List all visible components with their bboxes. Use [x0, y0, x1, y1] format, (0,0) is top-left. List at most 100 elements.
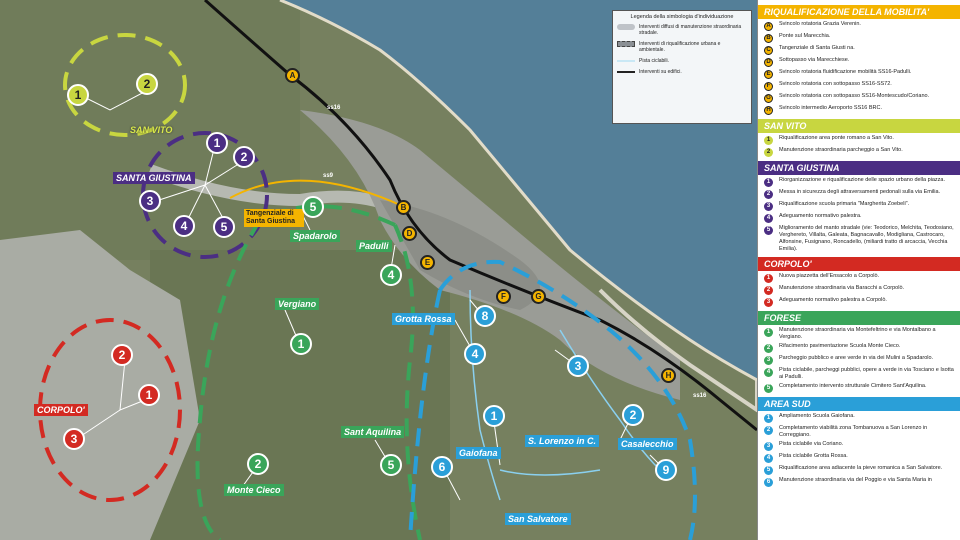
list-item[interactable]: F Svincolo rotatoria con sottopasso SS16-…	[758, 81, 960, 91]
place-casalecchio[interactable]: Casalecchio	[618, 438, 677, 450]
marker-forese-5[interactable]: 5	[380, 454, 402, 476]
marker-area-sud-3[interactable]: 3	[567, 355, 589, 377]
map-area[interactable]: Legenda della simbologia d'individuazion…	[0, 0, 757, 540]
legend-line-icon	[617, 60, 635, 62]
place-monte-cieco[interactable]: Monte Cieco	[224, 484, 284, 496]
place-san-vito[interactable]: SAN VITO	[130, 125, 173, 135]
marker-area-sud-6[interactable]: 6	[431, 456, 453, 478]
marker-santa-giustina-2[interactable]: 2	[233, 146, 255, 168]
item-number-badge: A	[764, 22, 773, 31]
marker-san-vito-2[interactable]: 2	[136, 73, 158, 95]
marker-san-vito-1[interactable]: 1	[67, 84, 89, 106]
item-description: Pista ciclabile Grotta Rossa.	[779, 453, 848, 459]
place-tangenziale[interactable]: Tangenziale di Santa Giustina	[244, 209, 304, 227]
place-s-lorenzo[interactable]: S. Lorenzo in C.	[525, 435, 600, 447]
legend-item: Interventi diffusi di manutenzione strao…	[617, 24, 747, 36]
marker-mobility-b[interactable]: B	[396, 200, 411, 215]
marker-santa-giustina-3[interactable]: 3	[139, 190, 161, 212]
marker-mobility-a[interactable]: A	[285, 68, 300, 83]
list-item[interactable]: 1 Manutenzione straordinaria via Montefel…	[758, 327, 960, 341]
marker-area-sud-9[interactable]: 9	[655, 459, 677, 481]
place-spadarolo[interactable]: Spadarolo	[290, 230, 341, 242]
item-description: Svincolo intermedio Aeroporto SS16 BRC.	[779, 105, 883, 111]
place-san-salvatore[interactable]: San Salvatore	[505, 513, 571, 525]
marker-area-sud-4[interactable]: 4	[464, 343, 486, 365]
marker-mobility-d[interactable]: D	[402, 226, 417, 241]
marker-santa-giustina-4[interactable]: 4	[173, 215, 195, 237]
item-number-badge: 2	[764, 286, 773, 295]
marker-area-sud-8[interactable]: 8	[474, 305, 496, 327]
marker-santa-giustina-1[interactable]: 1	[206, 132, 228, 154]
item-number-badge: D	[764, 58, 773, 67]
item-number-badge: C	[764, 46, 773, 55]
place-grotta-rossa[interactable]: Grotta Rossa	[392, 313, 455, 325]
road-label-ss16: ss16	[693, 393, 707, 399]
marker-forese-3[interactable]: 5	[302, 196, 324, 218]
road-label-ss9: ss9	[323, 173, 334, 179]
item-number-badge: 4	[764, 454, 773, 463]
item-description: Riqualificazione scuola primaria "Marghe…	[779, 201, 910, 207]
marker-forese-4[interactable]: 4	[380, 264, 402, 286]
marker-forese-1[interactable]: 1	[290, 333, 312, 355]
marker-mobility-g[interactable]: G	[531, 289, 546, 304]
item-description: Svincolo rotatoria con sottopasso SS16-S…	[779, 81, 892, 87]
item-description: Manutenzione straordinaria via Montefelt…	[779, 327, 936, 340]
item-description: Svincolo rotatoria fluidificazione mobil…	[779, 69, 912, 75]
marker-area-sud-2[interactable]: 2	[622, 404, 644, 426]
item-number-badge: 6	[764, 478, 773, 487]
place-padulli[interactable]: Padulli	[356, 240, 392, 252]
marker-mobility-e[interactable]: E	[420, 255, 435, 270]
marker-mobility-h[interactable]: H	[661, 368, 676, 383]
legend-item: Interventi di riqualificazione urbana e …	[617, 41, 747, 53]
place-gaiofana[interactable]: Gaiofana	[456, 447, 501, 459]
marker-mobility-f[interactable]: F	[496, 289, 511, 304]
marker-area-sud-1[interactable]: 1	[483, 405, 505, 427]
item-description: Adeguamento normativo palestra.	[779, 213, 862, 219]
item-number-badge: F	[764, 82, 773, 91]
legend-label: Interventi di riqualificazione urbana e …	[639, 41, 721, 53]
place-corpolo[interactable]: CORPOLO'	[34, 404, 88, 416]
marker-corpolo-3[interactable]: 3	[63, 428, 85, 450]
item-number-badge: 5	[764, 384, 773, 393]
legend-title: Legenda della simbologia d'individuazion…	[630, 14, 734, 20]
marker-corpolo-2[interactable]: 2	[111, 344, 133, 366]
marker-corpolo-1[interactable]: 1	[138, 384, 160, 406]
list-item[interactable]: 4 Pista ciclabile Grotta Rossa.	[758, 453, 960, 463]
legend-square-icon	[617, 71, 635, 73]
marker-forese-2[interactable]: 2	[247, 453, 269, 475]
place-sant-aquilina[interactable]: Sant Aquilina	[341, 426, 405, 438]
item-number-badge: 1	[764, 328, 773, 337]
place-santa-giustina[interactable]: SANTA GIUSTINA	[113, 172, 195, 184]
marker-santa-giustina-5[interactable]: 5	[213, 216, 235, 238]
item-description: Riqualificazione area ponte romano a San…	[779, 135, 894, 141]
item-description: Messa in sicurezza degli attraversamenti…	[779, 189, 941, 195]
place-vergiano[interactable]: Vergiano	[275, 298, 320, 310]
